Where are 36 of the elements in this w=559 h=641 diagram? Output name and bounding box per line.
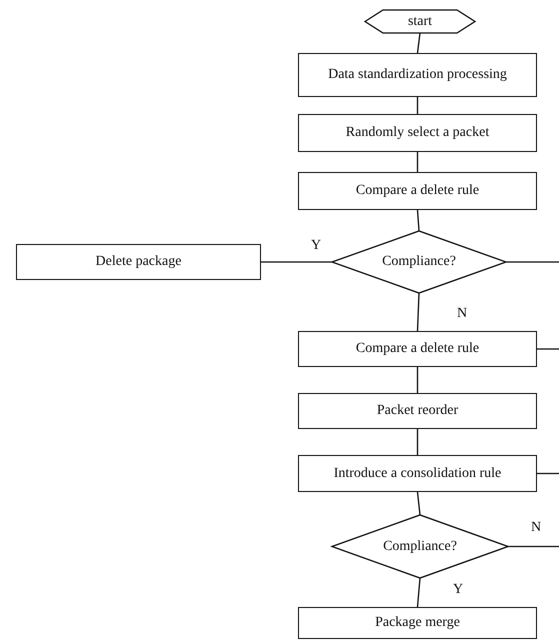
node-label: Package merge <box>374 614 461 632</box>
connector-line <box>416 292 420 332</box>
node-label: Data standardization processing <box>327 66 508 84</box>
connector-line <box>416 97 418 114</box>
node-label: start <box>406 12 434 30</box>
connector-line <box>416 578 421 608</box>
process-box <box>298 114 537 152</box>
connector-line <box>506 261 559 263</box>
connector-line <box>537 348 559 350</box>
process-box <box>16 244 261 280</box>
start-terminal <box>365 10 475 33</box>
connector-line <box>261 261 332 263</box>
process-box <box>298 331 537 367</box>
connector-line <box>416 32 421 54</box>
node-label: Compliance? <box>382 538 458 556</box>
connector-line <box>416 492 421 516</box>
node-label: Introduce a consolidation rule <box>332 464 502 482</box>
process-box <box>298 455 537 492</box>
node-label: Compare a delete rule <box>354 340 480 358</box>
connector-line <box>416 152 418 172</box>
connector-line <box>416 429 418 455</box>
node-label: Compare a delete rule <box>354 182 480 200</box>
decision-diamond <box>332 231 506 293</box>
node-label: Compliance? <box>381 253 457 271</box>
process-box <box>298 53 537 97</box>
process-box <box>298 393 537 429</box>
node-label: Delete package <box>94 253 182 271</box>
connector-line <box>508 546 559 548</box>
node-label: Randomly select a packet <box>344 124 490 142</box>
decision-diamond <box>332 515 508 578</box>
process-box <box>298 172 537 210</box>
connector-line <box>416 367 418 393</box>
connector-line <box>416 210 420 232</box>
node-label: Packet reorder <box>376 402 460 420</box>
connector-line <box>537 472 559 474</box>
process-box <box>298 607 537 639</box>
